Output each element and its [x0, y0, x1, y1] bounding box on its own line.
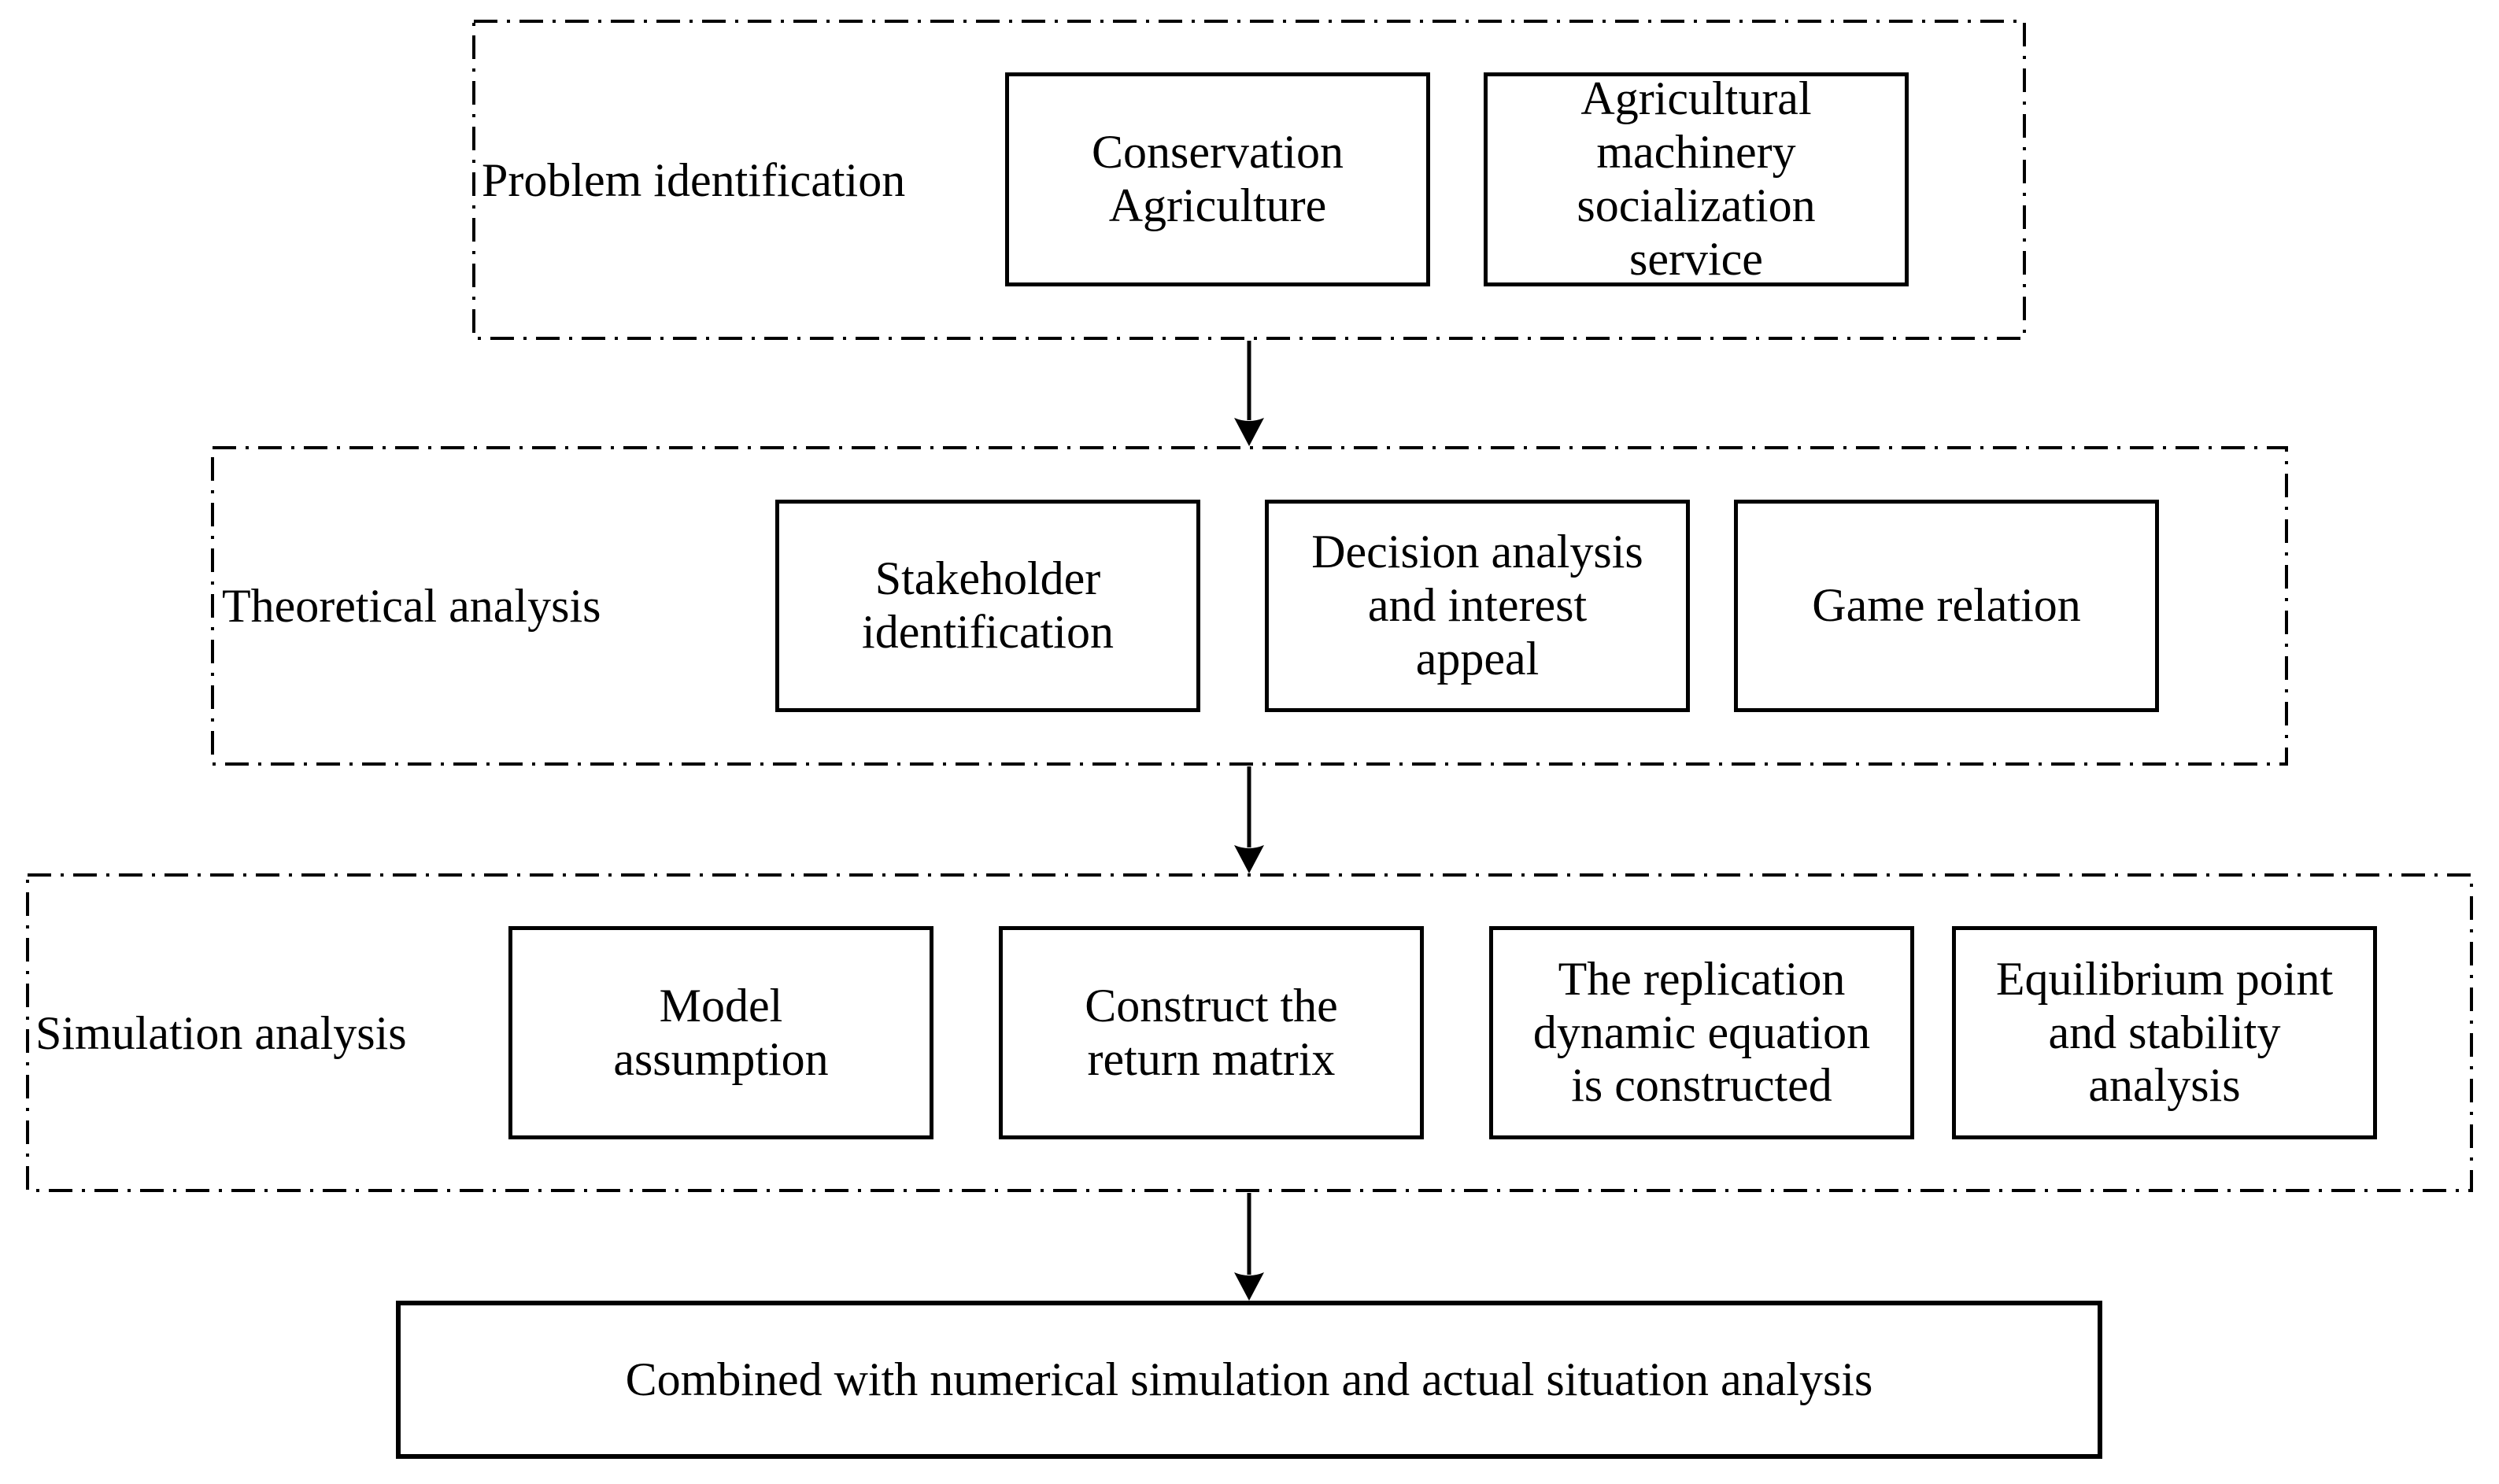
flow-arrow-3: [1234, 1193, 1264, 1301]
stage-label-problem-identification: Problem identification: [482, 153, 906, 206]
stage-border-theoretical-analysis: [211, 446, 2288, 766]
box-replication-dynamic-equation: The replication dynamic equation is cons…: [1489, 926, 1914, 1139]
stage-label-simulation-analysis: Simulation analysis: [35, 1006, 407, 1059]
box-agricultural-machinery-socialization-service: Agricultural machinery socialization ser…: [1484, 72, 1909, 286]
flow-arrow-2: [1234, 766, 1264, 873]
box-conservation-agriculture: Conservation Agriculture: [1005, 72, 1430, 286]
box-model-assumption: Model assumption: [508, 926, 933, 1139]
stage-label-theoretical-analysis: Theoretical analysis: [222, 580, 601, 632]
box-construct-the-return-matrix: Construct the return matrix: [999, 926, 1424, 1139]
box-game-relation: Game relation: [1734, 500, 2159, 712]
box-stakeholder-identification: Stakeholder identification: [775, 500, 1200, 712]
box-equilibrium-point-and-stability-analysis: Equilibrium point and stability analysis: [1952, 926, 2377, 1139]
flow-arrow-1: [1234, 341, 1264, 446]
box-combined-numerical-simulation-conclusion: Combined with numerical simulation and a…: [396, 1301, 2102, 1459]
stage-border-simulation-analysis: [26, 873, 2473, 1192]
box-decision-analysis-and-interest-appeal: Decision analysis and interest appeal: [1265, 500, 1690, 712]
stage-border-problem-identification: [472, 20, 2026, 340]
